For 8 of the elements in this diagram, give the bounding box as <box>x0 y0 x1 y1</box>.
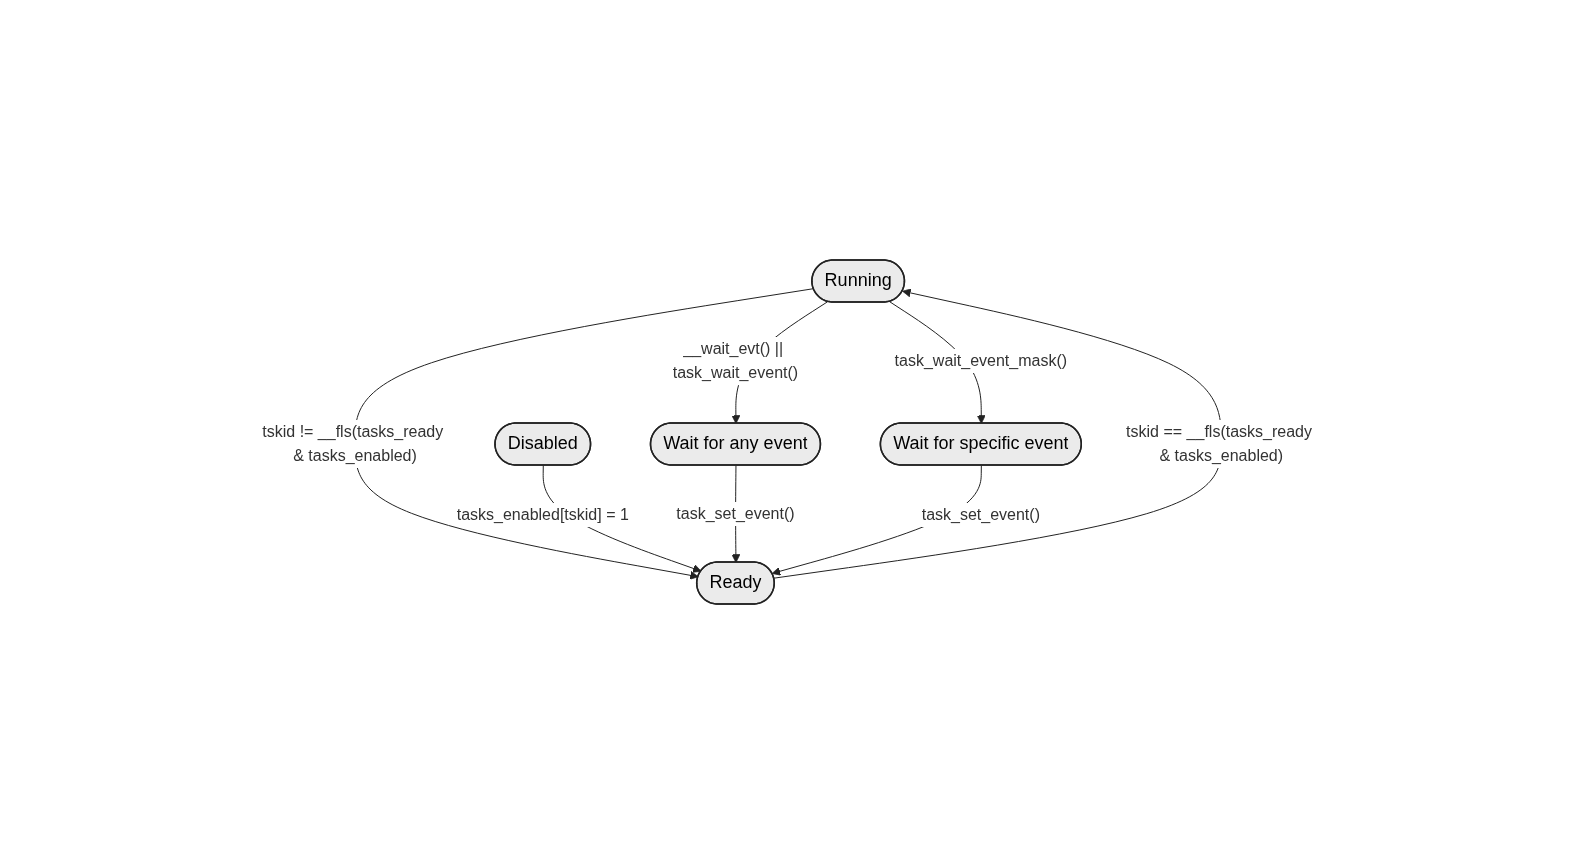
edge-label: task_wait_event_mask() <box>894 352 1067 369</box>
edge-label: __wait_evt() || task_wait_event() <box>672 340 799 381</box>
edge-label: task_set_event() <box>921 505 1040 523</box>
edge-label: tasks_enabled[tskid] = 1 <box>456 505 629 523</box>
edge-label: tskid == __fls(tasks_ready & tasks_enabled) <box>1125 422 1312 464</box>
edge-label: task_set_event() <box>676 504 795 522</box>
arrow <box>354 288 814 580</box>
edge-label: tskid != __fls(tasks_ready & tasks_enabled) <box>262 422 444 464</box>
